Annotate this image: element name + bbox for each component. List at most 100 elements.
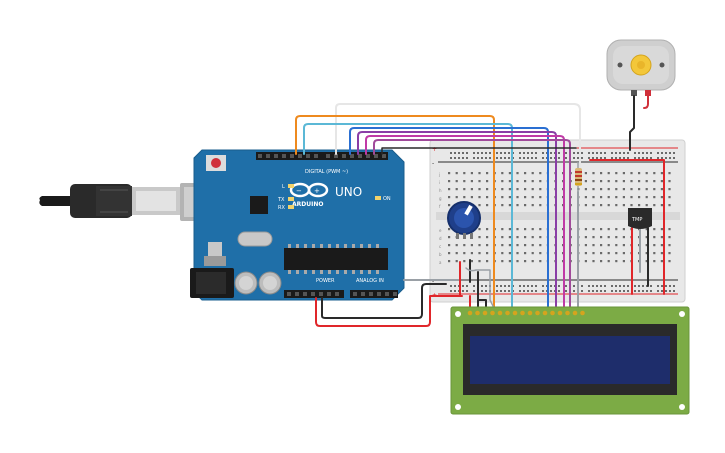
row-letter-b: b (439, 252, 442, 257)
terminal-hole (486, 196, 489, 199)
rail-hole (500, 157, 502, 159)
terminal-hole (668, 260, 671, 263)
terminal-hole (516, 180, 519, 183)
terminal-hole (501, 172, 504, 175)
rail-hole (581, 290, 583, 292)
terminal-hole (600, 204, 603, 207)
terminal-hole (615, 236, 618, 239)
rail-hole (523, 290, 525, 292)
rail-hole (550, 157, 552, 159)
terminal-hole (470, 244, 473, 247)
terminal-hole (524, 172, 527, 175)
terminal-hole (653, 252, 656, 255)
rail-hole (458, 152, 460, 154)
rail-hole (573, 290, 575, 292)
terminal-hole (539, 196, 542, 199)
lcd-pin (527, 310, 533, 316)
rail-hole (650, 285, 652, 287)
terminal-hole (607, 260, 610, 263)
terminal-hole (660, 228, 663, 231)
rail-hole (650, 157, 652, 159)
rail-hole (623, 290, 625, 292)
temperature-sensor: TMP (628, 208, 652, 229)
rail-hole (669, 290, 671, 292)
rail-hole (466, 152, 468, 154)
terminal-hole (630, 172, 633, 175)
svg-text:−: − (296, 187, 302, 195)
rail-hole (596, 152, 598, 154)
rail-hole (665, 290, 667, 292)
terminal-hole (584, 180, 587, 183)
rail-hole (661, 290, 663, 292)
terminal-hole (645, 188, 648, 191)
terminal-hole (448, 252, 451, 255)
rail-hole (669, 285, 671, 287)
terminal-hole (607, 236, 610, 239)
rail-hole (627, 152, 629, 154)
rail-hole (450, 157, 452, 159)
lcd-pin-header (467, 310, 585, 316)
rail-hole (558, 157, 560, 159)
rail-hole (485, 285, 487, 287)
rail-hole (504, 285, 506, 287)
led-rx-label: RX (278, 205, 285, 211)
crystal (237, 231, 273, 247)
terminal-hole (638, 188, 641, 191)
row-letter-g: g (439, 196, 442, 201)
row-letter-a: a (439, 260, 442, 265)
rail-hole (673, 290, 675, 292)
rail-hole (558, 285, 560, 287)
terminal-hole (584, 196, 587, 199)
rail-hole (473, 152, 475, 154)
rail-hole (454, 152, 456, 154)
terminal-hole (607, 188, 610, 191)
terminal-hole (539, 204, 542, 207)
terminal-hole (448, 172, 451, 175)
terminal-hole (630, 180, 633, 183)
terminal-hole (486, 228, 489, 231)
rail-hole (531, 290, 533, 292)
terminal-hole (531, 180, 534, 183)
terminal-hole (653, 172, 656, 175)
digital-header (256, 152, 388, 160)
rail-hole (531, 152, 533, 154)
terminal-hole (592, 260, 595, 263)
rail-hole (454, 290, 456, 292)
rail-hole (477, 157, 479, 159)
rail-hole (535, 152, 537, 154)
analog-header-label: ANALOG IN (356, 278, 384, 284)
terminal-hole (501, 260, 504, 263)
rail-hole (642, 157, 644, 159)
rail-hole (604, 290, 606, 292)
lcd-pin (572, 310, 578, 316)
terminal-hole (630, 196, 633, 199)
terminal-hole (592, 180, 595, 183)
terminal-hole (607, 204, 610, 207)
terminal-hole (660, 172, 663, 175)
terminal-hole (470, 188, 473, 191)
wires (295, 95, 665, 327)
terminal-hole (478, 188, 481, 191)
terminal-hole (501, 244, 504, 247)
rail-hole (661, 152, 663, 154)
terminal-hole (531, 228, 534, 231)
rail-hole (527, 152, 529, 154)
potentiometer[interactable] (447, 201, 481, 239)
analog-header (350, 290, 398, 298)
terminal-hole (448, 260, 451, 263)
terminal-hole (516, 252, 519, 255)
terminal-hole (584, 172, 587, 175)
terminal-hole (508, 188, 511, 191)
terminal-hole (448, 196, 451, 199)
rail-hole (627, 157, 629, 159)
rail-hole (450, 290, 452, 292)
rail-hole (646, 157, 648, 159)
rail-minus-bottom: - (432, 278, 434, 285)
rail-hole (473, 285, 475, 287)
terminal-hole (501, 180, 504, 183)
terminal-hole (668, 236, 671, 239)
terminal-hole (516, 204, 519, 207)
rail-hole (565, 157, 567, 159)
terminal-hole (448, 204, 451, 207)
